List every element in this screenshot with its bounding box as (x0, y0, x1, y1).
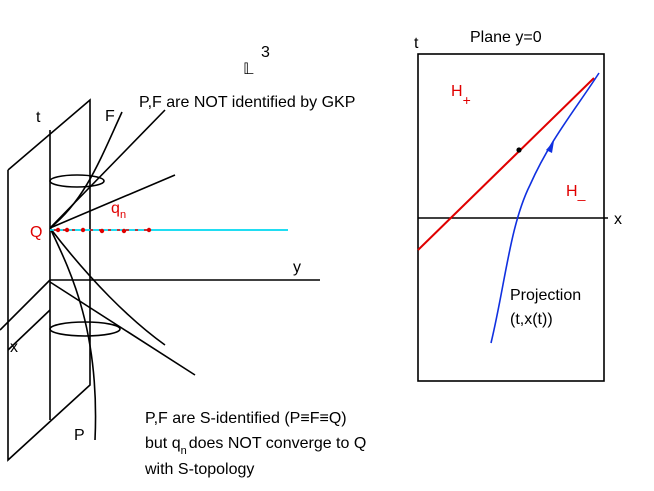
black-point (516, 147, 522, 153)
label-Q: Q (30, 224, 42, 241)
t-plane (7, 98, 91, 462)
projection-label-line1: Projection (510, 287, 581, 304)
point-qn-6 (146, 227, 152, 233)
point-qn-5 (121, 228, 127, 234)
right-title: Plane y=0 (470, 29, 542, 46)
curve-F (49, 111, 123, 229)
label-q: q (111, 200, 120, 217)
projection-label-line2: (t,x(t)) (510, 311, 553, 328)
bottom-caption-line3: with S-topology (144, 461, 254, 478)
left-figure (0, 98, 320, 462)
projection-curve (490, 72, 600, 344)
label-P: P (74, 427, 85, 444)
cone-ellipse-lower (49, 321, 121, 337)
ground-edge (7, 309, 51, 351)
right-label-t: t (414, 35, 419, 52)
space-exponent: 3 (261, 44, 270, 61)
x-axis (0, 279, 51, 331)
projection-arrow-icon (546, 141, 554, 153)
point-qn-2 (64, 227, 70, 233)
bottom-caption-line1: P,F are S-identified (P≡F≡Q) (145, 410, 347, 427)
label-t-left: t (36, 109, 41, 126)
point-qn-1 (55, 227, 61, 233)
cone-ellipse-upper (49, 174, 105, 188)
label-q-sub: n (120, 209, 126, 221)
curve-P (49, 227, 97, 441)
red-points (55, 227, 152, 234)
cone-line-right (49, 174, 176, 229)
red-boundary-line (417, 77, 595, 251)
label-F: F (105, 108, 115, 125)
H-plus-label: H+ (451, 83, 471, 108)
label-y: y (293, 259, 301, 276)
label-x-left: x (10, 339, 18, 356)
H-minus-label: H_ (566, 183, 586, 201)
top-caption: P,F are NOT identified by GKP (139, 94, 355, 111)
right-label-x: x (614, 211, 622, 228)
space-symbol: 𝕃 (243, 61, 254, 78)
ground-diagonal (49, 281, 196, 376)
cone-line-lower (49, 227, 166, 346)
